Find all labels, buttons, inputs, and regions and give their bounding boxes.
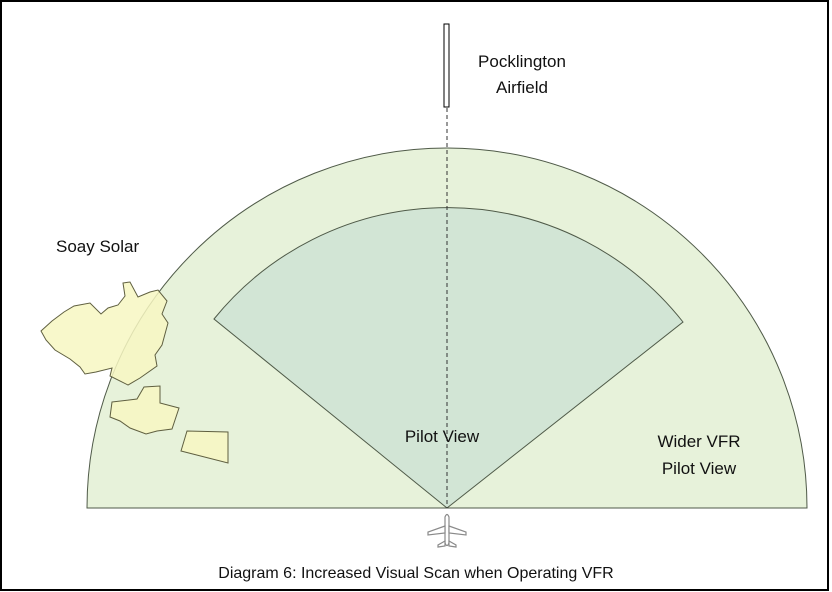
solar-field-2 [109,385,180,435]
pilot-view-sector [213,207,684,509]
pilot-view-label: Pilot View [405,427,480,446]
diagram-caption: Diagram 6: Increased Visual Scan when Op… [218,565,613,582]
aircraft-icon [427,513,467,548]
airfield-label-line1: Pocklington [478,52,566,71]
solar-site [40,281,229,464]
runway-strip [443,23,450,108]
solar-field-1 [40,281,169,386]
wider-view-label-line2: Pilot View [662,459,737,478]
airfield-label-line2: Airfield [496,78,548,97]
solar-site-label: Soay Solar [56,237,139,256]
solar-field-3 [180,430,229,464]
wider-view-label-line1: Wider VFR [657,432,740,451]
